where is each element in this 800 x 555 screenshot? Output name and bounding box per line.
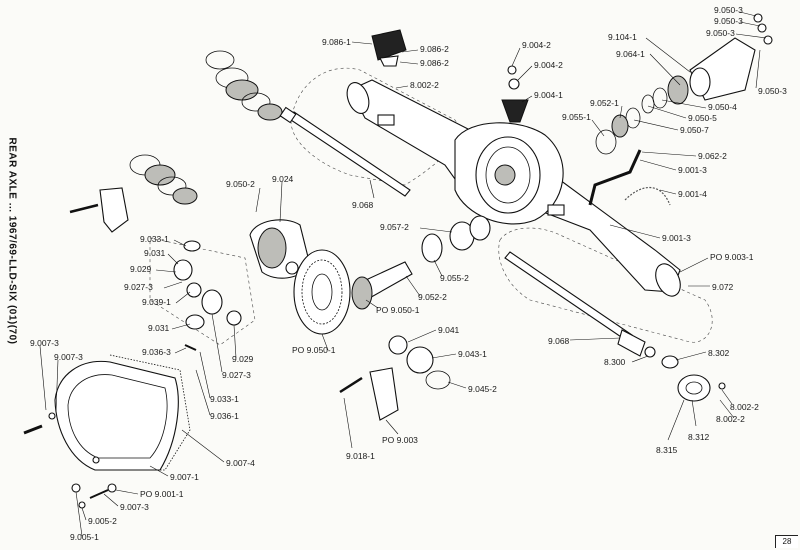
label-9-057-2: 9.057-2 bbox=[380, 222, 409, 232]
label-9-050-3c: 9.050-3 bbox=[706, 28, 735, 38]
label-9-027-3b: 9.027-3 bbox=[222, 370, 251, 380]
label-9-007-1: 9.007-1 bbox=[170, 472, 199, 482]
label-9-045-2: 9.045-2 bbox=[468, 384, 497, 394]
label-9-004-2a: 9.004-2 bbox=[522, 40, 551, 50]
cover-gasket bbox=[109, 354, 191, 471]
label-9-086-2a: 9.086-2 bbox=[420, 44, 449, 54]
pinion-gear bbox=[351, 261, 413, 310]
cover-plate bbox=[54, 360, 179, 471]
label-9-005-1: 9.005-1 bbox=[70, 532, 99, 542]
label-9-050-5: 9.050-5 bbox=[688, 113, 717, 123]
label-9-029a: 9.029 bbox=[130, 264, 152, 274]
label-po-9-003-1: PO 9.003-1 bbox=[710, 252, 754, 262]
spider-gears bbox=[173, 240, 242, 351]
bearing-cap bbox=[339, 367, 399, 421]
side-title: REAR AXLE ... 1967/69-LLD-SIX (01)(70) bbox=[6, 137, 18, 345]
label-9-052-1: 9.052-1 bbox=[590, 98, 619, 108]
label-9-052-2: 9.052-2 bbox=[418, 292, 447, 302]
label-9-086-2b: 9.086-2 bbox=[420, 58, 449, 68]
left-axle-shaft bbox=[279, 106, 411, 197]
label-8-302: 8.302 bbox=[708, 348, 730, 358]
label-9-050-4: 9.050-4 bbox=[708, 102, 737, 112]
label-9-068a: 9.068 bbox=[352, 200, 374, 210]
label-8-300: 8.300 bbox=[604, 357, 626, 367]
bolt-and-clip-left bbox=[69, 187, 129, 233]
label-9-005-2: 9.005-2 bbox=[88, 516, 117, 526]
label-8-315: 8.315 bbox=[656, 445, 678, 455]
label-9-007-4: 9.007-4 bbox=[226, 458, 255, 468]
label-9-050-2: 9.050-2 bbox=[226, 179, 255, 189]
label-9-001-3b: 9.001-3 bbox=[662, 233, 691, 243]
label-9-104-1: 9.104-1 bbox=[608, 32, 637, 42]
label-9-039-1: 9.039-1 bbox=[142, 297, 171, 307]
label-9-018-1: 9.018-1 bbox=[346, 451, 375, 461]
label-9-027-3a: 9.027-3 bbox=[124, 282, 153, 292]
dashed-outline-differential bbox=[149, 237, 256, 346]
right-axle-shaft bbox=[504, 251, 646, 357]
label-8-002-2c: 8.002-2 bbox=[716, 414, 745, 424]
label-9-001-4: 9.001-4 bbox=[678, 189, 707, 199]
brake-hose bbox=[624, 187, 671, 206]
cover-bolts bbox=[23, 412, 117, 509]
brake-line bbox=[588, 149, 642, 206]
label-9-007-3b: 9.007-3 bbox=[54, 352, 83, 362]
label-9-033-1b: 9.033-1 bbox=[210, 394, 239, 404]
bump-stop bbox=[501, 65, 529, 123]
breather-cap bbox=[371, 29, 407, 67]
dashed-outline-left-shaft bbox=[290, 67, 459, 186]
part-labels: 9.086-1 9.086-2 9.086-2 8.002-2 9.004-2 … bbox=[30, 5, 787, 542]
label-9-004-1: 9.004-1 bbox=[534, 90, 563, 100]
label-9-050-3b: 9.050-3 bbox=[714, 16, 743, 26]
label-8-312: 8.312 bbox=[688, 432, 710, 442]
label-po-9-003: PO 9.003 bbox=[382, 435, 418, 445]
label-9-050-7: 9.050-7 bbox=[680, 125, 709, 135]
label-9-024: 9.024 bbox=[272, 174, 294, 184]
label-9-086-1: 9.086-1 bbox=[322, 37, 351, 47]
label-9-055-2: 9.055-2 bbox=[440, 273, 469, 283]
label-po-9-050-1a: PO 9.050-1 bbox=[376, 305, 420, 315]
label-9-001-3a: 9.001-3 bbox=[678, 165, 707, 175]
pinion-bearings bbox=[421, 215, 491, 263]
label-9-043-1: 9.043-1 bbox=[458, 349, 487, 359]
carrier-bearings bbox=[388, 335, 451, 390]
label-9-031a: 9.031 bbox=[144, 248, 166, 258]
label-8-002-2b: 8.002-2 bbox=[730, 402, 759, 412]
page-number: 28 bbox=[775, 535, 798, 548]
label-9-041: 9.041 bbox=[438, 325, 460, 335]
label-9-055-1: 9.055-1 bbox=[562, 112, 591, 122]
dashed-outline-right-shaft bbox=[498, 227, 713, 343]
label-9-062-2: 9.062-2 bbox=[698, 151, 727, 161]
left-middle-ring-stack bbox=[129, 154, 198, 205]
label-9-033-1a: 9.033-1 bbox=[140, 234, 169, 244]
label-9-072: 9.072 bbox=[712, 282, 734, 292]
label-9-029b: 9.029 bbox=[232, 354, 254, 364]
label-po-9-050-1b: PO 9.050-1 bbox=[292, 345, 336, 355]
label-9-050-3a: 9.050-3 bbox=[714, 5, 743, 15]
label-9-007-3c: 9.007-3 bbox=[120, 502, 149, 512]
label-9-050-3d: 9.050-3 bbox=[758, 86, 787, 96]
ring-gear bbox=[293, 249, 351, 335]
leader-lines bbox=[39, 11, 767, 537]
label-9-007-3a: 9.007-3 bbox=[30, 338, 59, 348]
upper-left-ring-stack bbox=[205, 50, 283, 121]
label-9-004-2b: 9.004-2 bbox=[534, 60, 563, 70]
label-po-9-001-1: PO 9.001-1 bbox=[140, 489, 184, 499]
retainer-plate bbox=[644, 346, 726, 402]
label-9-036-1: 9.036-1 bbox=[210, 411, 239, 421]
label-9-036-3: 9.036-3 bbox=[142, 347, 171, 357]
label-9-068b: 9.068 bbox=[548, 336, 570, 346]
label-9-031b: 9.031 bbox=[148, 323, 170, 333]
differential-case bbox=[249, 219, 311, 279]
label-9-064-1: 9.064-1 bbox=[616, 49, 645, 59]
label-8-002-2a: 8.002-2 bbox=[410, 80, 439, 90]
axle-housing bbox=[346, 79, 681, 297]
